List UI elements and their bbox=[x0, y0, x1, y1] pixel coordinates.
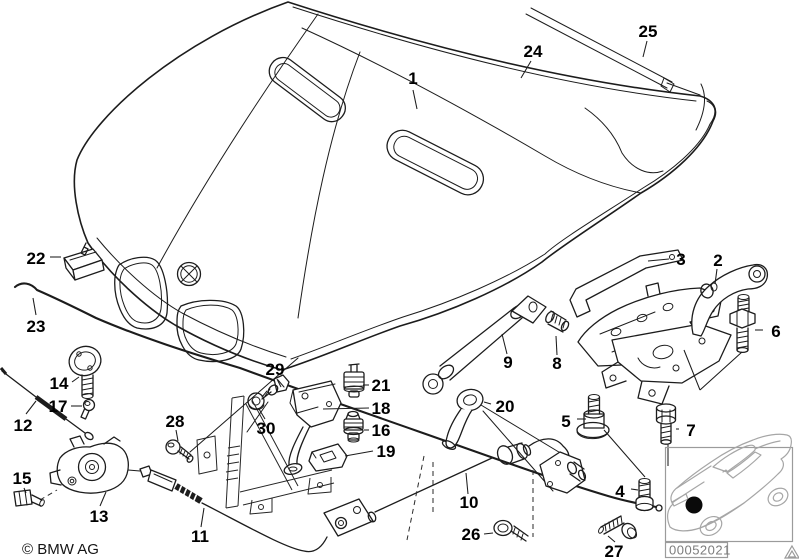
prop-rod-12 bbox=[0, 367, 94, 441]
callout-21[interactable]: 21 bbox=[372, 376, 391, 395]
bolt-6 bbox=[729, 294, 756, 354]
washer-30 bbox=[246, 392, 269, 433]
callout-9[interactable]: 9 bbox=[503, 353, 512, 372]
plate-19 bbox=[308, 443, 348, 472]
hinge-assembly bbox=[569, 249, 769, 478]
latch-bracket-18 bbox=[283, 380, 342, 476]
callout-25[interactable]: 25 bbox=[639, 22, 658, 41]
callout-8[interactable]: 8 bbox=[552, 354, 561, 373]
callout-10[interactable]: 10 bbox=[460, 493, 479, 512]
screw-17 bbox=[80, 398, 96, 420]
callout-5[interactable]: 5 bbox=[561, 412, 570, 431]
screw-27 bbox=[598, 515, 638, 540]
callout-30[interactable]: 30 bbox=[257, 419, 276, 438]
hood-panel-drawing bbox=[73, 1, 717, 371]
callout-2[interactable]: 2 bbox=[713, 251, 722, 270]
bolt-28 bbox=[165, 439, 194, 463]
bolt-5 bbox=[576, 394, 610, 440]
callout-17[interactable]: 17 bbox=[49, 397, 68, 416]
bolt-4 bbox=[635, 478, 654, 512]
buffer-16 bbox=[343, 410, 364, 443]
part-code: 00052021 bbox=[669, 543, 731, 558]
callout-27[interactable]: 27 bbox=[605, 542, 624, 559]
recycle-triangle-icon bbox=[783, 544, 799, 559]
callout-16[interactable]: 16 bbox=[372, 421, 391, 440]
callout-4[interactable]: 4 bbox=[615, 482, 625, 501]
callout-3[interactable]: 3 bbox=[676, 250, 685, 269]
callout-29[interactable]: 29 bbox=[266, 360, 285, 379]
callout-18[interactable]: 18 bbox=[372, 399, 391, 418]
callout-1[interactable]: 1 bbox=[408, 69, 417, 88]
callout-11[interactable]: 11 bbox=[191, 527, 209, 546]
hood-vent-right bbox=[386, 129, 485, 196]
callout-28[interactable]: 28 bbox=[166, 412, 185, 431]
bmw-roundel-icon bbox=[176, 261, 202, 287]
callouts: 1 2 3 4 5 6 7 8 9 10 11 12 13 14 15 16 1… bbox=[13, 22, 781, 559]
stud-bolt-8 bbox=[545, 310, 570, 333]
seal-strip-front bbox=[13, 282, 663, 512]
leader-lines bbox=[23, 40, 763, 543]
callout-6[interactable]: 6 bbox=[771, 322, 780, 341]
callout-20[interactable]: 20 bbox=[496, 397, 515, 416]
buffer-21 bbox=[343, 363, 365, 398]
bolt-29 bbox=[261, 374, 290, 400]
callout-23[interactable]: 23 bbox=[27, 317, 46, 336]
bowden-cable-assembly bbox=[127, 438, 587, 553]
front-support-frame bbox=[189, 357, 335, 515]
grommet-14 bbox=[68, 345, 102, 399]
callout-12[interactable]: 12 bbox=[14, 416, 33, 435]
callout-22[interactable]: 22 bbox=[27, 249, 46, 268]
hood-location-dot bbox=[685, 496, 703, 514]
hood-vent-left bbox=[268, 56, 347, 123]
car-inset: 00052021 bbox=[664, 433, 799, 559]
car-inset-border bbox=[664, 446, 794, 543]
car-thumbnail bbox=[667, 433, 792, 537]
kidney-grilles bbox=[114, 256, 245, 363]
callout-13[interactable]: 13 bbox=[90, 507, 109, 526]
part-code-box bbox=[664, 541, 729, 559]
callout-19[interactable]: 19 bbox=[377, 442, 396, 461]
gas-strut bbox=[422, 295, 547, 395]
bolt-7 bbox=[655, 403, 677, 445]
copyright-text: © BMW AG bbox=[22, 541, 99, 558]
bolt-15 bbox=[13, 489, 45, 507]
bumper-block-22 bbox=[63, 242, 105, 281]
callout-7[interactable]: 7 bbox=[686, 421, 695, 440]
callout-14[interactable]: 14 bbox=[50, 374, 69, 393]
screw-26 bbox=[493, 519, 529, 542]
callout-24[interactable]: 24 bbox=[524, 42, 543, 61]
callout-26[interactable]: 26 bbox=[462, 525, 481, 544]
seal-strip-cowl bbox=[525, 7, 701, 96]
callout-15[interactable]: 15 bbox=[13, 469, 32, 488]
hood-lock-13 bbox=[39, 435, 129, 501]
